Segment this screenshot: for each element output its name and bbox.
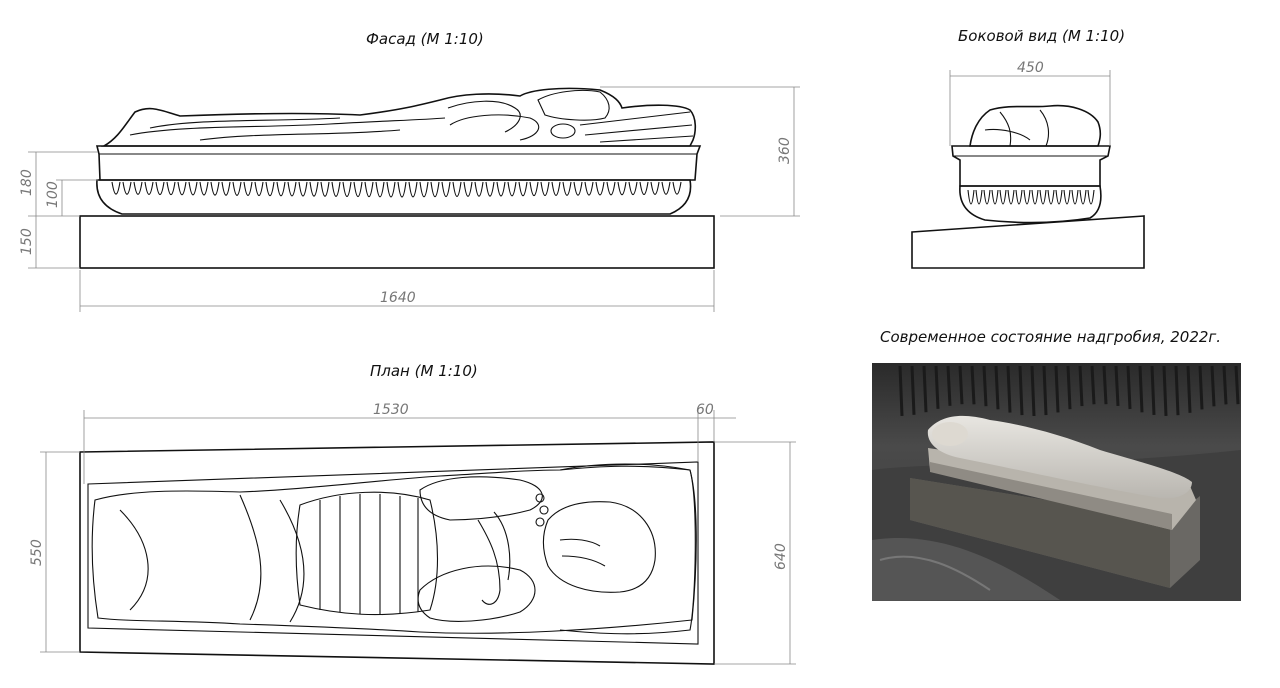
dim-side-width: 450 — [1017, 60, 1044, 76]
dim-facade-length: 1640 — [380, 290, 416, 306]
side-view-title: Боковой вид (М 1:10) — [958, 27, 1126, 45]
tombstone-photo — [872, 363, 1241, 601]
plan-dimensions: 1530 60 550 640 — [29, 402, 796, 665]
dim-plan-offset: 60 — [696, 402, 714, 418]
plan-view-title: План (М 1:10) — [370, 362, 478, 380]
dim-plan-width-inner: 550 — [29, 539, 45, 566]
dim-plan-width-outer: 640 — [773, 543, 789, 570]
photo-caption: Современное состояние надгробия, 2022г. — [880, 328, 1222, 346]
dim-facade-height: 360 — [777, 137, 793, 164]
dim-plan-length: 1530 — [373, 402, 409, 418]
plan-drawing — [79, 441, 715, 665]
dim-facade-box: 180 — [19, 169, 35, 196]
side-drawing — [911, 104, 1145, 269]
facade-dimensions: 1640 360 180 100 150 — [19, 86, 800, 312]
facade-view-title: Фасад (М 1:10) — [366, 30, 484, 48]
dim-facade-inner: 100 — [45, 181, 61, 208]
dim-facade-base: 150 — [19, 228, 35, 255]
facade-drawing — [79, 87, 715, 269]
side-dimensions: 450 — [949, 60, 1111, 146]
